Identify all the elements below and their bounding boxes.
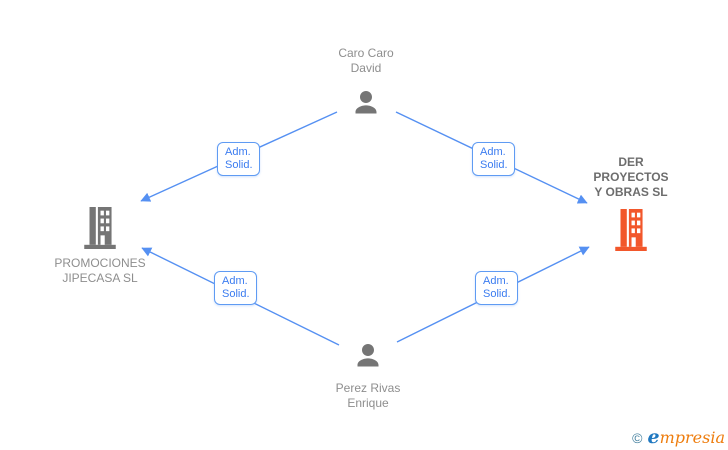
company-name-line: DER xyxy=(618,155,644,169)
person-name-line: Enrique xyxy=(347,396,389,410)
edge-label-line: Solid. xyxy=(480,159,508,171)
company-name-line: JIPECASA SL xyxy=(62,271,138,285)
node-company-promociones-jipecasa[interactable]: PROMOCIONES JIPECASA SL xyxy=(30,207,170,286)
empresia-logo[interactable]: empresia xyxy=(647,426,726,448)
building-icon xyxy=(82,207,118,249)
node-person-caro-caro-david[interactable]: Caro Caro David xyxy=(296,46,436,121)
edge-label-line: Solid. xyxy=(225,159,253,171)
node-company-der-proyectos-y-obras[interactable]: DER PROYECTOS Y OBRAS SL xyxy=(561,155,701,251)
edge-label-line: Solid. xyxy=(483,288,511,300)
edge-label-line: Solid. xyxy=(222,288,250,300)
edge-label-line: Adm. xyxy=(483,275,509,287)
node-person-perez-rivas-enrique[interactable]: Perez Rivas Enrique xyxy=(298,338,438,411)
edge-label-line: Adm. xyxy=(480,146,506,158)
person-icon xyxy=(350,338,386,374)
edge-label-adm-solid: Adm. Solid. xyxy=(217,142,260,176)
person-icon xyxy=(348,85,384,121)
logo-letter-e: e xyxy=(647,426,660,448)
person-name-line: David xyxy=(350,61,382,75)
company-name-line: PROMOCIONES xyxy=(54,256,146,270)
brand-footer: © empresia xyxy=(632,426,726,448)
edge-label-adm-solid: Adm. Solid. xyxy=(475,271,518,305)
company-name-line: Y OBRAS SL xyxy=(594,185,668,199)
building-icon xyxy=(613,209,649,251)
company-name-line: PROYECTOS xyxy=(593,170,669,184)
edge-label-adm-solid: Adm. Solid. xyxy=(472,142,515,176)
person-name-line: Perez Rivas xyxy=(335,381,401,395)
edge-label-line: Adm. xyxy=(225,146,251,158)
person-name-line: Caro Caro xyxy=(338,46,394,60)
edge-label-line: Adm. xyxy=(222,275,248,287)
edge-label-adm-solid: Adm. Solid. xyxy=(214,271,257,305)
copyright-icon: © xyxy=(632,430,643,446)
logo-text-rest: mpresia xyxy=(659,428,725,447)
